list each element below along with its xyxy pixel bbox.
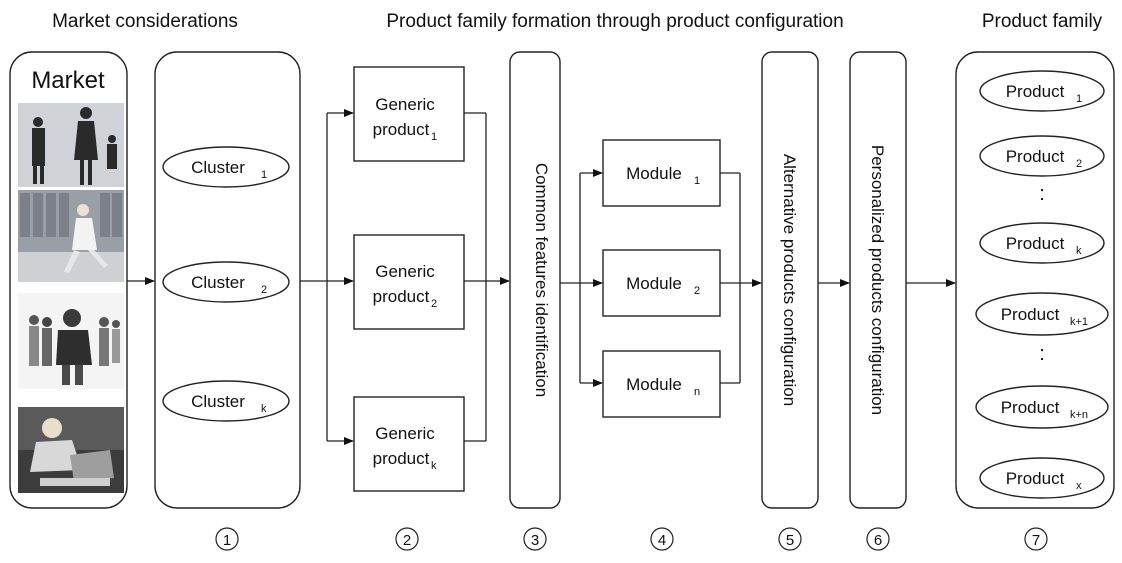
module-n-sub: n	[694, 386, 700, 398]
module-n: Module n	[602, 350, 721, 418]
stage-number-3-text: 3	[531, 532, 539, 549]
cluster-k-ellipse	[162, 380, 290, 422]
generic-product-k-line2: product	[373, 449, 430, 468]
product-k-plus-n-sub: k+n	[1070, 409, 1088, 421]
stage-number-1-text: 1	[223, 532, 231, 549]
generic-product-k-box	[353, 396, 465, 492]
header-market-considerations: Market considerations	[52, 11, 238, 32]
cluster-2-sub: 2	[261, 284, 267, 296]
generic-product-1-line1: Generic	[375, 95, 435, 114]
module-1-box	[602, 139, 721, 207]
alternative-config-label: Alternative products configuration	[780, 154, 799, 406]
cluster-k-label: Cluster	[191, 392, 245, 411]
market-photo-student-walking	[18, 190, 124, 282]
product-k-ellipse	[979, 222, 1105, 264]
stage-number-2: 2	[395, 527, 419, 551]
common-features-box	[509, 51, 561, 509]
product-k-plus-1-label: Product	[1001, 305, 1060, 324]
ellipsis-lower: :	[1039, 343, 1045, 365]
module-1-sub: 1	[694, 175, 700, 187]
cluster-k: Cluster k	[162, 380, 290, 422]
stage-number-3: 3	[523, 527, 547, 551]
connector-modules-to-alternative	[720, 172, 762, 384]
product-1: Product 1	[979, 70, 1105, 112]
stage-number-6: 6	[866, 527, 890, 551]
stage-number-7-text: 7	[1032, 532, 1040, 549]
stage-number-5-text: 5	[786, 532, 794, 549]
generic-product-k: Generic product k	[353, 396, 465, 492]
module-n-label: Module	[626, 375, 682, 394]
cluster-2-ellipse	[162, 261, 290, 303]
product-x: Product x	[979, 457, 1105, 499]
generic-product-1-line2: product	[373, 120, 430, 139]
product-x-label: Product	[1006, 469, 1065, 488]
module-2-sub: 2	[694, 285, 700, 297]
header-product-family: Product family	[982, 11, 1103, 32]
generic-product-2-box	[353, 234, 465, 330]
common-features-label: Common features identification	[532, 163, 551, 397]
product-2-sub: 2	[1076, 158, 1082, 170]
generic-product-2-sub: 2	[431, 298, 437, 310]
stage-number-6-text: 6	[874, 532, 882, 549]
generic-product-1-box	[353, 66, 465, 162]
product-x-sub: x	[1076, 480, 1082, 492]
cluster-1: Cluster 1	[162, 146, 290, 188]
generic-product-2: Generic product 2	[353, 234, 465, 330]
cluster-1-sub: 1	[261, 169, 267, 181]
market-photo-woman-laptop	[18, 407, 124, 493]
personalized-config-label: Personalized products configuration	[868, 145, 887, 415]
product-k-plus-n-ellipse	[975, 385, 1109, 429]
product-k-plus-1-ellipse	[975, 292, 1109, 336]
module-2: Module 2	[602, 249, 721, 317]
product-k: Product k	[979, 222, 1105, 264]
header-product-family-formation: Product family formation through product…	[386, 11, 843, 32]
product-1-ellipse	[979, 70, 1105, 112]
connector-clusters-to-generic	[300, 109, 354, 445]
stage-number-2-text: 2	[403, 532, 411, 549]
generic-product-2-line1: Generic	[375, 262, 435, 281]
product-2-label: Product	[1006, 147, 1065, 166]
product-x-ellipse	[979, 457, 1105, 499]
product-1-sub: 1	[1076, 93, 1082, 105]
personalized-config-box	[849, 51, 907, 509]
product-k-sub: k	[1076, 245, 1082, 257]
generic-product-1-sub: 1	[431, 131, 437, 143]
product-family-panel	[955, 51, 1115, 509]
cluster-k-sub: k	[261, 403, 267, 415]
product-k-plus-1: Product k+1	[975, 292, 1109, 336]
cluster-1-ellipse	[162, 146, 290, 188]
stage-number-1: 1	[215, 527, 239, 551]
module-2-label: Module	[626, 274, 682, 293]
product-k-label: Product	[1006, 234, 1065, 253]
generic-product-k-line1: Generic	[375, 424, 435, 443]
generic-product-1: Generic product 1	[353, 66, 465, 162]
ellipsis-upper: :	[1039, 183, 1045, 205]
product-1-label: Product	[1006, 82, 1065, 101]
market-photo-teenagers	[18, 293, 124, 389]
product-k-plus-n-label: Product	[1001, 398, 1060, 417]
cluster-2: Cluster 2	[162, 261, 290, 303]
product-k-plus-n: Product k+n	[975, 385, 1109, 429]
market-title: Market	[31, 67, 105, 94]
product-k-plus-1-sub: k+1	[1070, 316, 1088, 328]
connector-features-to-modules	[560, 169, 603, 387]
stage-number-7: 7	[1024, 527, 1048, 551]
product-2: Product 2	[979, 135, 1105, 177]
stage-number-5: 5	[778, 527, 802, 551]
product-2-ellipse	[979, 135, 1105, 177]
module-1-label: Module	[626, 164, 682, 183]
generic-product-2-line2: product	[373, 287, 430, 306]
connector-generic-to-features	[464, 112, 510, 442]
module-n-box	[602, 350, 721, 418]
module-1: Module 1	[602, 139, 721, 207]
stage-number-4: 4	[650, 527, 674, 551]
stage-number-4-text: 4	[658, 532, 666, 549]
generic-product-k-sub: k	[431, 460, 437, 472]
market-photo-business-people	[18, 103, 124, 187]
cluster-1-label: Cluster	[191, 158, 245, 177]
module-2-box	[602, 249, 721, 317]
cluster-2-label: Cluster	[191, 273, 245, 292]
alternative-config-box	[761, 51, 819, 509]
